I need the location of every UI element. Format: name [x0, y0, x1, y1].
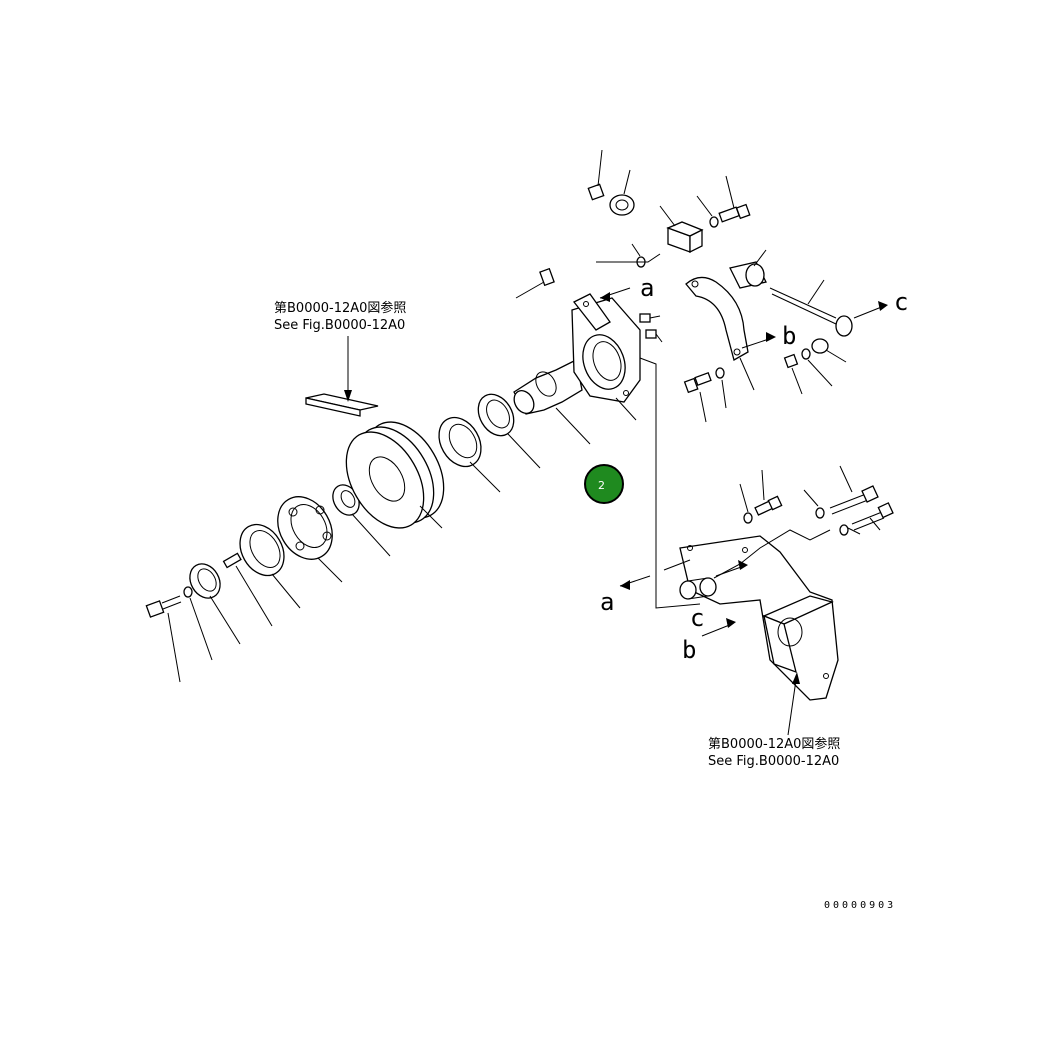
washer-part-7[interactable]	[815, 507, 825, 519]
callout-a-bottom: a	[600, 588, 614, 616]
callout-b-top: b	[782, 322, 796, 350]
washer-part-5[interactable]	[715, 367, 725, 379]
bushing-part[interactable]	[609, 194, 635, 216]
callout-c-top: c	[894, 288, 908, 316]
spacer-part[interactable]	[231, 517, 293, 584]
leader-lines	[167, 149, 888, 736]
pulley-part[interactable]	[330, 408, 459, 541]
adjuster-assembly	[587, 183, 853, 394]
nut-small-part[interactable]	[587, 183, 605, 201]
turnbuckle-part[interactable]	[729, 261, 767, 289]
block-part[interactable]	[666, 221, 704, 254]
bolt-part[interactable]	[145, 595, 182, 618]
reference-note-bottom: 第B0000-12A0図参照 See Fig.B0000-12A0	[708, 736, 840, 769]
bolt-part-3[interactable]	[683, 372, 712, 394]
nut-part-2[interactable]	[783, 353, 799, 369]
callout-b-bottom: b	[682, 636, 696, 664]
collar-part[interactable]	[811, 338, 829, 354]
washer-part-6[interactable]	[743, 512, 753, 524]
spacer-part-2[interactable]	[679, 577, 717, 600]
key-part[interactable]	[305, 393, 379, 417]
hotspot-circle[interactable]	[584, 464, 624, 504]
washer-part-2[interactable]	[709, 216, 719, 228]
washer-part-4[interactable]	[801, 348, 811, 360]
bracket-arm-part[interactable]	[685, 276, 749, 361]
callout-labels: a a b b c c	[600, 274, 908, 664]
shaft-part[interactable]	[510, 359, 583, 417]
pulley-assembly	[145, 267, 657, 618]
bearing-part-2[interactable]	[431, 410, 490, 474]
mounting-bracket-assembly	[679, 485, 894, 701]
reference-note-top: 第B0000-12A0図参照 See Fig.B0000-12A0	[274, 300, 406, 333]
washer-part[interactable]	[183, 586, 193, 598]
bolt-part-4[interactable]	[754, 495, 783, 516]
washer-part-8[interactable]	[839, 524, 849, 536]
bearing-part[interactable]	[267, 487, 343, 569]
seal-part[interactable]	[471, 388, 521, 442]
hotspot-number[interactable]: 2	[598, 479, 605, 492]
reference-note-bottom-en: See Fig.B0000-12A0	[708, 754, 839, 769]
reference-note-bottom-jp: 第B0000-12A0図参照	[708, 736, 840, 752]
callout-a-top: a	[640, 274, 654, 302]
bolt-part-6[interactable]	[851, 502, 894, 531]
pin-part[interactable]	[222, 552, 242, 569]
bolt-part-2[interactable]	[718, 203, 751, 223]
reference-note-top-en: See Fig.B0000-12A0	[274, 318, 405, 333]
adjusting-bolt-part[interactable]	[769, 287, 853, 337]
drawing-number: 00000903	[824, 900, 896, 911]
callout-c-bottom: c	[690, 604, 704, 632]
retainer-part[interactable]	[184, 558, 226, 603]
reference-note-top-jp: 第B0000-12A0図参照	[274, 300, 406, 316]
part-hotspot[interactable]: 2	[584, 464, 624, 504]
mounting-bracket-part[interactable]	[679, 535, 839, 701]
housing-part[interactable]	[571, 293, 641, 403]
bolt-part-5[interactable]	[829, 485, 879, 515]
